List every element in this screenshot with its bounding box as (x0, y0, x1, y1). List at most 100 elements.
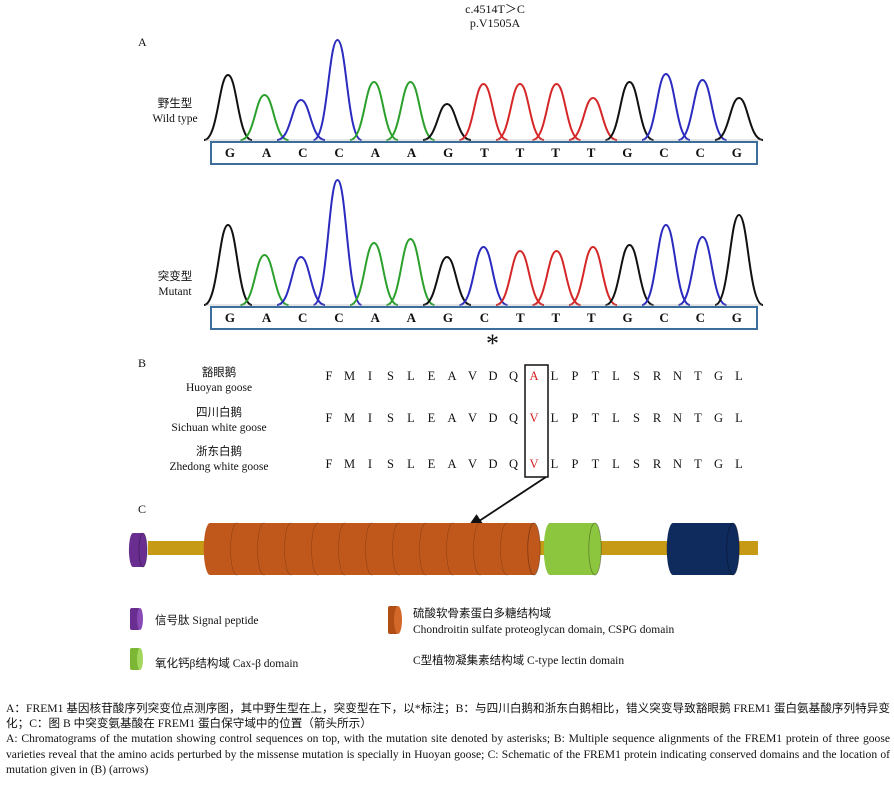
base-letter: A (406, 310, 418, 325)
trace-peak (495, 82, 545, 141)
base-letter: G (442, 310, 454, 325)
legend-signal-text: 信号肽 Signal peptide (155, 615, 259, 627)
trace-peak (276, 98, 326, 141)
residue: I (367, 411, 373, 425)
residue: A (447, 411, 457, 425)
legend-signal-icon (130, 608, 143, 630)
goose-name-cn: 四川白鹅 (196, 407, 242, 419)
c-type-lectin-domain (666, 522, 740, 576)
mutation-nucleotide: c.4514T＞C (465, 2, 525, 16)
trace-peak (386, 237, 435, 306)
base-letter: C (695, 310, 706, 325)
base-letter: C (298, 145, 309, 160)
goose-label-huoyan: 豁眼鹅 Huoyan goose (154, 366, 284, 396)
residue: I (367, 457, 373, 471)
residue: Q (508, 457, 519, 471)
residue: Q (508, 369, 519, 383)
base-letter: C (659, 145, 670, 160)
residue: T (591, 369, 600, 383)
residue: S (633, 457, 640, 471)
base-letter: A (370, 310, 381, 325)
trace-peak (276, 255, 326, 306)
goose-label-zhedong: 浙东白鹅 Zhedong white goose (154, 445, 284, 475)
base-letter: C (334, 145, 345, 160)
wild-type-label: 野生型 Wild type (130, 97, 220, 127)
residue: L (612, 411, 620, 425)
cspg-domain-segment (500, 522, 541, 576)
residue: E (427, 457, 436, 471)
residue: L (550, 369, 559, 383)
residue: L (407, 369, 415, 383)
legend-cspg-text-en: Chondroitin sulfate proteoglycan domain,… (413, 624, 675, 636)
residue: L (612, 369, 620, 383)
base-letter: C (479, 310, 491, 325)
legend-cax-text: 氧化钙β结构域 Cax-β domain (155, 658, 299, 670)
residue: D (488, 369, 498, 383)
residue: T (591, 457, 600, 471)
trace-peak (313, 38, 362, 141)
residue: A (529, 369, 539, 383)
residue: V (529, 457, 539, 471)
base-letter: A (261, 145, 273, 160)
residue: T (694, 457, 702, 471)
trace-peak (568, 245, 618, 306)
residue: L (735, 457, 743, 471)
base-letter: G (731, 145, 743, 160)
trace-peak (678, 78, 727, 141)
caption-cn: A：FREM1 基因核苷酸序列突变位点测序图，其中野生型在上，突变型在下，以*标… (6, 702, 890, 731)
residue: L (407, 457, 415, 471)
legend-lectin-text: C型植物凝集素结构域 C-type lectin domain (413, 655, 625, 667)
residue: M (343, 457, 356, 471)
mutant-chromatogram (203, 178, 764, 306)
residue: M (343, 411, 356, 425)
residue: D (488, 457, 498, 471)
wild-type-label-en: Wild type (152, 113, 198, 125)
residue: F (325, 411, 333, 425)
trace-peak (714, 96, 764, 141)
base-letter: A (261, 310, 273, 325)
trace-peak (386, 80, 435, 141)
wild-type-chromatogram (203, 38, 764, 141)
residue: L (550, 457, 559, 471)
residue: R (652, 457, 662, 471)
residue: A (447, 457, 457, 471)
residue: S (633, 369, 640, 383)
base-letter: C (334, 310, 345, 325)
trace-peak (240, 93, 289, 141)
base-letter: T (516, 310, 526, 325)
mutation-protein: p.V1505A (469, 16, 521, 30)
residue: L (735, 369, 743, 383)
trace-peak (459, 82, 508, 141)
residue: L (735, 411, 743, 425)
residue: P (571, 411, 579, 425)
residue: L (612, 457, 620, 471)
residue: F (325, 369, 333, 383)
residue: I (367, 369, 373, 383)
base-letter: T (586, 145, 597, 160)
residue: Q (508, 411, 519, 425)
residue: R (652, 411, 662, 425)
residue: G (713, 369, 724, 383)
signal-peptide-domain (128, 532, 148, 568)
trace-peak (459, 245, 508, 306)
trace-peak (532, 249, 581, 306)
panel-c-label: C (138, 502, 147, 516)
residue: N (672, 411, 683, 425)
legend-cspg-icon (388, 606, 402, 634)
residue: M (343, 369, 356, 383)
base-letter: G (224, 310, 237, 325)
base-letter: A (406, 145, 418, 160)
residue: L (550, 411, 559, 425)
base-letter: G (443, 145, 455, 160)
trace-peak (605, 243, 654, 306)
residue: T (694, 411, 702, 425)
trace-peak (714, 213, 764, 306)
panel-b-label: B (138, 356, 147, 370)
base-letter: T (480, 145, 490, 160)
wild-type-label-cn: 野生型 (157, 98, 193, 110)
residue: E (427, 369, 436, 383)
